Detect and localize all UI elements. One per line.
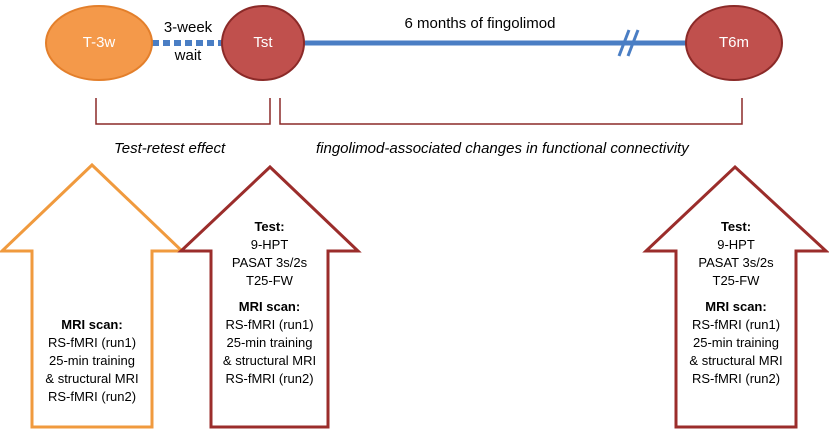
test-line: PASAT 3s/2s [231,255,308,270]
mri-line: 25-min training [693,335,779,350]
axis-break-icon [617,29,640,57]
mri-line: RS-fMRI (run2) [691,371,781,386]
mri-line: 25-min training [49,353,135,368]
mri-scan-heading: MRI scan: [238,299,301,314]
mri-line: 25-min training [226,335,313,350]
arrow-box-t6m [642,164,829,429]
test-heading: Test: [720,219,752,234]
test-line: 9-HPT [250,237,289,252]
wait-label-line2: wait [174,47,202,64]
mri-line: RS-fMRI (run2) [225,371,314,386]
bracket-fingolimod-period [279,98,743,125]
test-line: T25-FW [246,273,293,288]
test-retest-label: Test-retest effect [114,140,226,157]
mri-scan-heading: MRI scan: [61,317,123,332]
treatment-label: 6 months of fingolimod [404,15,556,32]
node-label-t6m: T6m [719,34,749,51]
timepoint-node-t6m [685,5,783,81]
mri-line: RS-fMRI (run1) [47,335,137,350]
mri-line: & structural MRI [45,371,139,386]
box-t6m-text: Test: 9-HPT PASAT 3s/2s T25-FW MRI scan:… [676,218,796,388]
node-label-tst: Tst [253,34,273,51]
arrow-box-tst [177,164,362,429]
mri-line: RS-fMRI (run1) [691,317,781,332]
mri-scan-heading: MRI scan: [705,299,767,314]
mri-line: & structural MRI [222,353,317,368]
bracket-test-retest [95,98,271,125]
timepoint-node-tst [221,5,305,81]
node-label-t-3w: T-3w [82,34,116,51]
mri-line: & structural MRI [689,353,783,368]
test-line: T25-FW [712,273,760,288]
box-tst-text: Test: 9-HPT PASAT 3s/2s T25-FW MRI scan:… [211,218,328,388]
box-baseline-text: MRI scan: RS-fMRI (run1) 25-min training… [32,316,152,406]
mri-line: RS-fMRI (run1) [225,317,314,332]
test-line: 9-HPT [717,237,755,252]
fingolimod-changes-label: fingolimod-associated changes in functio… [316,140,689,157]
timepoint-node-t-3w [45,5,153,81]
test-heading: Test: [254,219,285,234]
wait-label-line1: 3-week [163,19,213,36]
arrow-box-baseline [0,162,186,429]
test-line: PASAT 3s/2s [698,255,774,270]
mri-line: RS-fMRI (run2) [47,389,137,404]
